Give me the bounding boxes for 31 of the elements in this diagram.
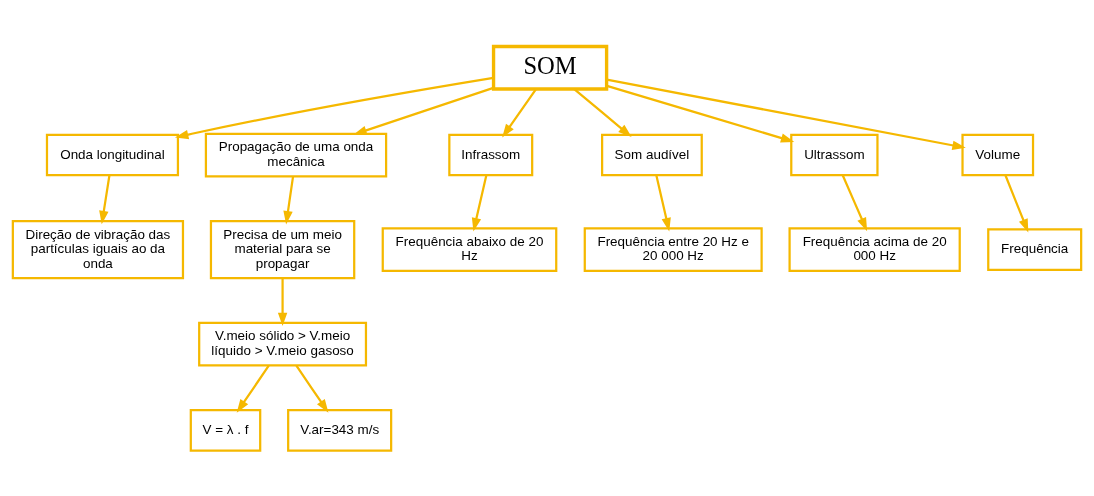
node-box: Frequência entre 20 Hz e 20 000 Hz [583,226,763,272]
node-box: V = λ . f [189,408,262,452]
node-box: V.ar=343 m/s [287,408,393,452]
arrow [502,87,537,138]
arrow [471,174,488,231]
node-box: Frequência abaixo de 20 Hz [381,226,558,272]
arrow [99,174,111,224]
arrow [1004,174,1029,233]
node-box: Som audível [601,133,703,176]
node-box: Ultrassom [790,133,879,176]
node-box: Direção de vibração das partículas iguais ao da onda [11,219,185,279]
arrow [277,277,288,326]
node-box: V.meio sólido > V.meio líquido > V.meio gasoso [198,321,368,367]
node-box: Precisa de um meio material para se propagar [209,219,356,279]
arrow [236,364,270,413]
node-box: Frequência acima de 20 000 Hz [788,226,961,272]
node-box: Onda longitudinal [45,133,180,176]
arrow [606,84,795,143]
node-box: Propagação de uma onda mecânica [204,132,388,177]
node-box: Frequência [987,227,1083,271]
node-box: Volume [961,133,1035,176]
arrow [573,87,632,137]
arrow [175,76,494,139]
arrow [841,174,868,231]
arrow [606,78,966,150]
arrow [655,174,671,231]
node-box: SOM [491,44,609,91]
node-box: Infrassom [448,133,534,176]
arrow [283,176,295,224]
arrow [295,364,329,413]
arrow [353,86,494,135]
